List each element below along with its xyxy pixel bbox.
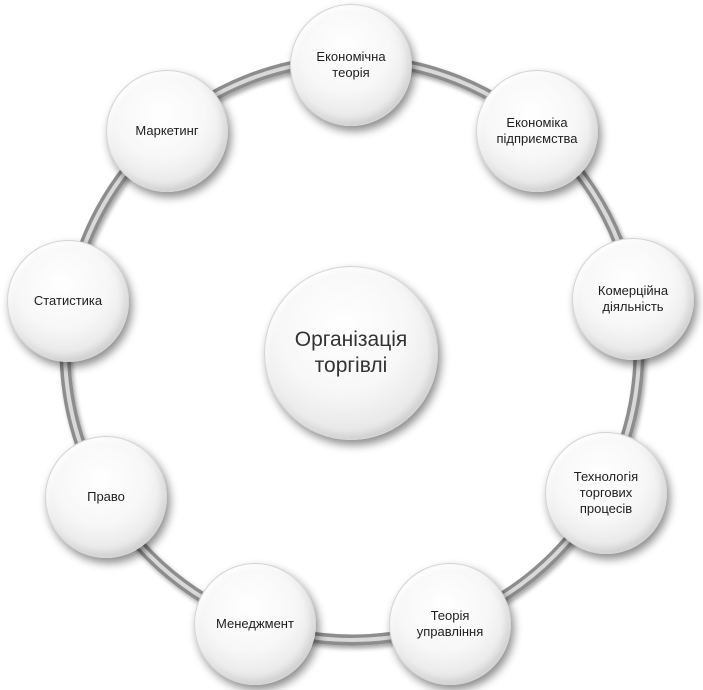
node-label: Маркетинг	[135, 123, 199, 138]
node-label: Теорія управління	[416, 608, 484, 639]
node-ekonomika-pidpryiemstva: Економіка підприємства	[476, 70, 598, 192]
node-statystyka: Статистика	[7, 240, 129, 362]
node-label: Менеджмент	[216, 616, 294, 631]
node-label: Економічна теорія	[316, 49, 386, 80]
node-teoriia-upravlinnia: Теорія управління	[389, 563, 511, 685]
node-marketynh: Маркетинг	[106, 70, 228, 192]
node-ekonomichna-teoriia: Економічна теорія	[290, 4, 412, 126]
center-node-orhanizatsiia-torhivli: Організація торгівлі	[264, 266, 438, 440]
node-komertsiina-diialnist: Комерційна діяльність	[572, 238, 694, 360]
node-label: Статистика	[33, 293, 103, 308]
center-node-label: Організація торгівлі	[294, 328, 408, 377]
node-label: Право	[87, 489, 125, 504]
node-menedzhment: Менеджмент	[194, 563, 316, 685]
node-tekhnolohiia-torhovykh-protsesiv: Технологія торгових процесів	[545, 432, 667, 554]
node-pravo: Право	[45, 436, 167, 558]
node-label: Економіка підприємства	[496, 115, 578, 146]
node-label: Комерційна діяльність	[597, 283, 669, 314]
node-label: Технологія торгових процесів	[573, 469, 639, 516]
